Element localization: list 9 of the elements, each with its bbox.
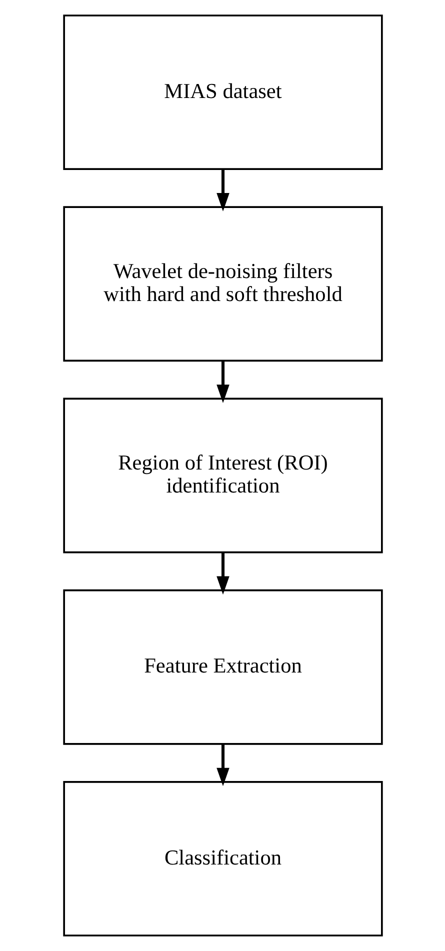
arrow [216,552,229,595]
node-box: MIAS dataset [62,14,382,170]
arrow [216,361,229,403]
arrow [216,169,229,212]
node-box: Region of Interest (ROI) identification [62,398,382,554]
node-box: Wavelet de-noising filters with hard and soft threshold [62,206,382,362]
arrow [216,744,229,786]
node-box: Classification [62,781,382,936]
node-box: Feature Extraction [62,589,382,745]
